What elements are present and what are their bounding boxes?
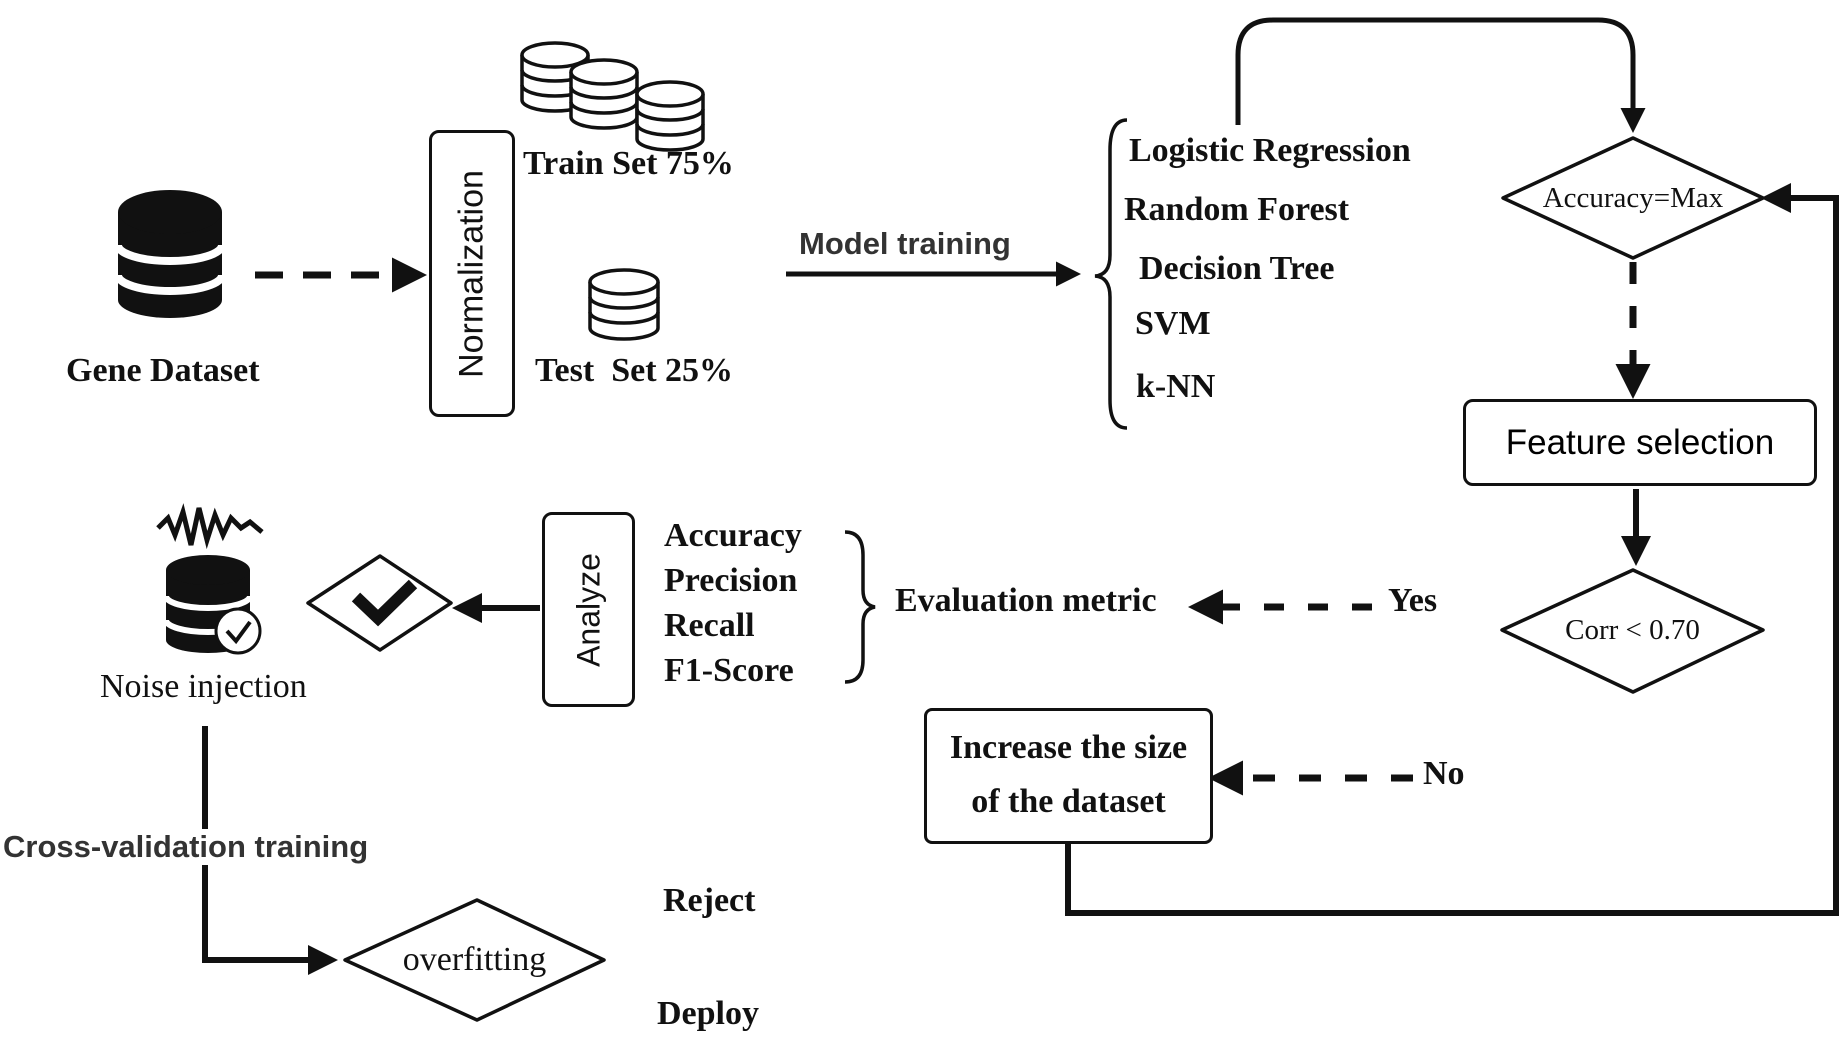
gene-dataset-label: Gene Dataset xyxy=(66,352,260,389)
increase-line-2: of the dataset xyxy=(971,783,1166,820)
feature-selection-label: Feature selection xyxy=(1505,422,1775,462)
model-item-decision-tree: Decision Tree xyxy=(1139,250,1335,287)
analyze-box: Analyze xyxy=(542,512,635,707)
metric-f1-score: F1-Score xyxy=(664,652,794,689)
reject-label: Reject xyxy=(663,882,756,919)
increase-line-1: Increase the size xyxy=(949,729,1188,766)
metric-recall: Recall xyxy=(664,607,755,644)
corr-decision-label: Corr < 0.70 xyxy=(1565,613,1700,646)
feature-selection-box: Feature selection xyxy=(1463,399,1817,486)
models-to-accuracy-arrow xyxy=(1235,17,1646,133)
evaluation-brace xyxy=(844,530,876,684)
overfitting-diamond xyxy=(343,898,606,1022)
model-item-knn: k-NN xyxy=(1136,368,1216,405)
analyze-label: Analyze xyxy=(570,552,606,667)
model-item-svm: SVM xyxy=(1135,305,1211,342)
normalization-box: Normalization xyxy=(429,130,515,417)
deploy-label: Deploy xyxy=(657,995,759,1032)
check-diamond xyxy=(306,554,453,652)
increase-dataset-box: Increase the size of the dataset xyxy=(924,708,1213,844)
evaluation-metric-label: Evaluation metric xyxy=(895,582,1157,619)
test-database-icon xyxy=(588,268,660,341)
model-item-random-forest: Random Forest xyxy=(1124,191,1350,228)
test-set-label: Test Set 25% xyxy=(535,352,734,389)
accuracy-decision-diamond xyxy=(1501,136,1765,260)
model-training-label: Model training xyxy=(799,226,1011,261)
models-brace xyxy=(1094,118,1128,430)
metric-accuracy: Accuracy xyxy=(664,517,802,554)
noise-injection-label: Noise injection xyxy=(100,668,307,705)
database-stack-icon xyxy=(520,41,705,152)
increase-to-accuracy-loop xyxy=(1065,183,1839,916)
normalization-label: Normalization xyxy=(452,169,491,378)
checkmark-icon xyxy=(351,579,418,627)
metric-precision: Precision xyxy=(664,562,798,599)
accuracy-decision-label: Accuracy=Max xyxy=(1542,181,1724,214)
overfitting-label: overfitting xyxy=(402,941,547,978)
cross-validation-arrow xyxy=(202,726,338,975)
model-item-logistic-regression: Logistic Regression xyxy=(1129,132,1411,169)
cross-validation-label: Cross-validation training xyxy=(3,829,369,865)
train-set-label: Train Set 75% xyxy=(523,145,734,182)
corr-decision-diamond xyxy=(1500,568,1765,694)
no-label: No xyxy=(1423,755,1465,792)
database-icon xyxy=(114,190,226,318)
noisy-database-icon xyxy=(156,503,264,655)
yes-label: Yes xyxy=(1388,582,1438,619)
